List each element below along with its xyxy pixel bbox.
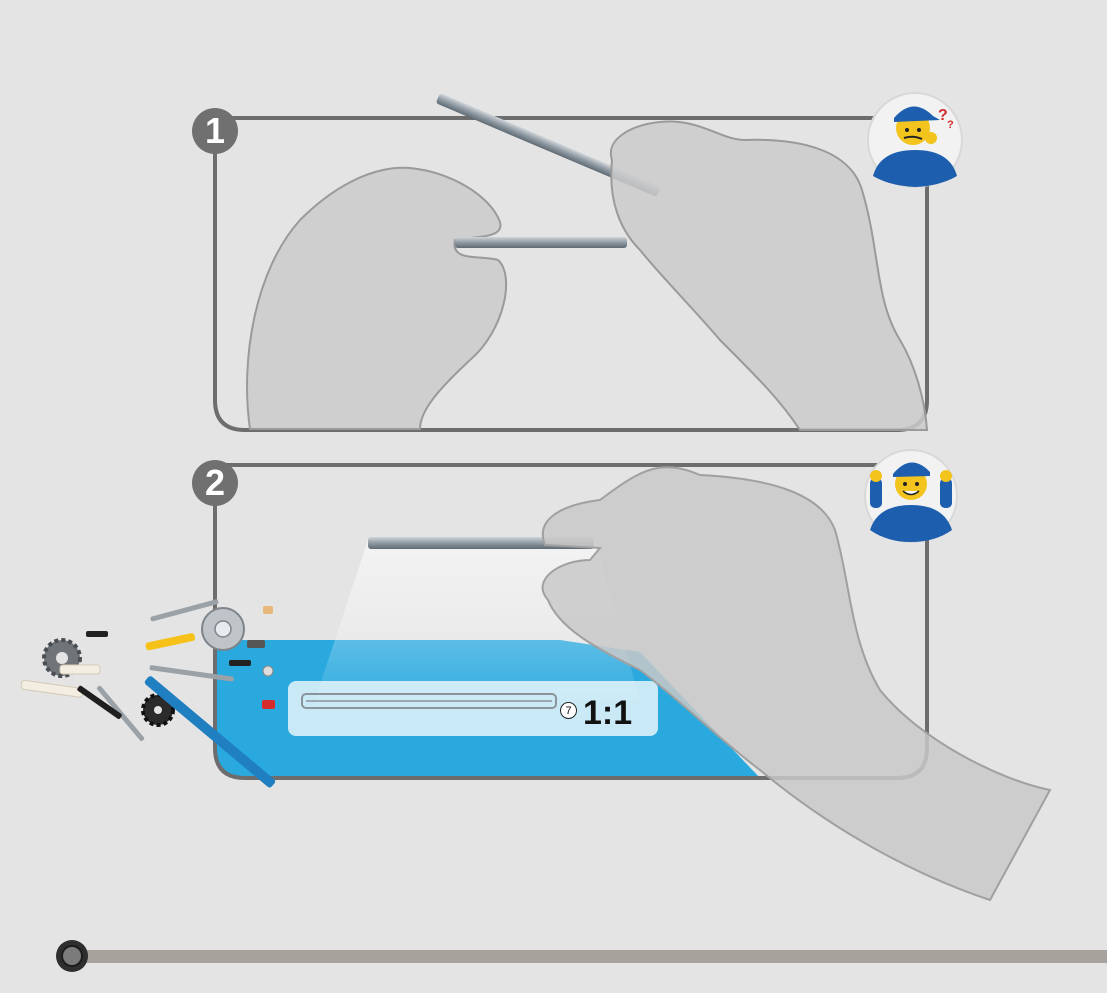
small-hub [263, 666, 273, 676]
black-pin-1 [86, 631, 108, 637]
footer [56, 940, 1107, 972]
footer-bar [72, 950, 1107, 963]
page-dot-inner [62, 946, 82, 966]
happy-minifig-avatar [865, 450, 957, 542]
left-hand [247, 168, 506, 429]
step-2-number: 2 [192, 460, 238, 506]
step2-panel [21, 450, 1050, 900]
step-1-number: 1 [192, 108, 238, 154]
grey-block [247, 640, 265, 648]
confused-minifig-avatar: ? ? [868, 93, 962, 187]
scale-label: 1:1 [583, 694, 632, 733]
white-beam-1 [21, 680, 84, 698]
yellow-beam [145, 633, 196, 651]
red-connector [262, 700, 275, 709]
black-pin-2 [229, 660, 251, 666]
white-beam-2 [60, 665, 100, 674]
tan-bush [263, 606, 273, 614]
wheel-rim [202, 608, 244, 650]
svg-text:?: ? [947, 119, 954, 131]
length-indicator: 7 [560, 702, 577, 719]
step1-panel: ? ? [215, 93, 962, 430]
short-axle [455, 237, 627, 248]
